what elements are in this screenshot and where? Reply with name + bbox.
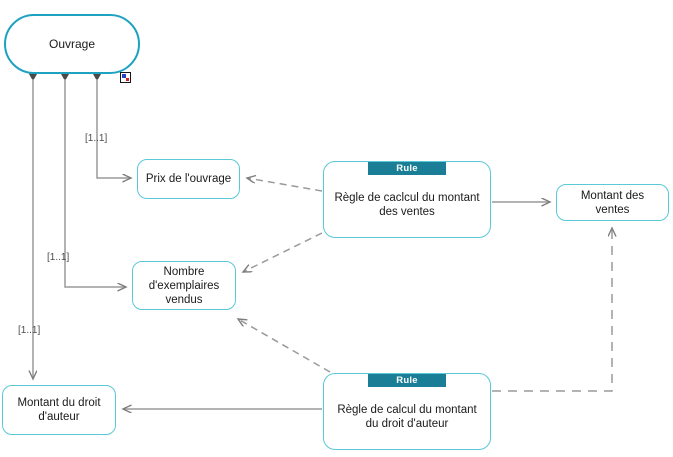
node-prix-de-l-ouvrage[interactable]: Prix de l'ouvrage <box>137 159 240 199</box>
node-montant-droit-label: Montant du droit d'auteur <box>17 397 101 423</box>
node-rule-droit-label: Règle de calcul du montant du droit d'au… <box>337 403 477 430</box>
element-marker-icon[interactable] <box>120 72 131 83</box>
node-montant-des-ventes[interactable]: Montant des ventes <box>556 184 669 221</box>
edge-rule-droit-nombre <box>238 319 331 373</box>
edge-rule-droit-montant-ventes <box>492 228 612 392</box>
node-montant-ventes-label: Montant des ventes <box>580 189 645 216</box>
edge-ouvrage-nombre <box>64 79 126 287</box>
node-nombre-label: Nombre d'exemplaires vendus <box>148 265 220 306</box>
node-ouvrage-label: Ouvrage <box>48 37 96 51</box>
element-marker-blue-square <box>122 74 126 78</box>
rule-stereotype-badge: Rule <box>368 161 446 175</box>
element-marker-red-square <box>125 77 129 81</box>
multiplicity-label-nombre: [1..1] <box>47 252 70 263</box>
node-rule-montant-des-ventes[interactable]: Rule Règle de caclcul du montant des ven… <box>323 161 491 238</box>
node-ouvrage[interactable]: Ouvrage <box>4 14 140 74</box>
rule-stereotype-badge: Rule <box>368 373 446 387</box>
multiplicity-label-prix: [1..1] <box>85 133 108 144</box>
node-montant-du-droit-d-auteur[interactable]: Montant du droit d'auteur <box>2 385 116 435</box>
node-rule-ventes-label: Règle de caclcul du montant des ventes <box>334 191 480 218</box>
node-rule-montant-du-droit-d-auteur[interactable]: Rule Règle de calcul du montant du droit… <box>323 373 491 450</box>
multiplicity-label-droit: [1..1] <box>18 325 41 336</box>
node-prix-label: Prix de l'ouvrage <box>145 173 232 185</box>
node-nombre-exemplaires-vendus[interactable]: Nombre d'exemplaires vendus <box>132 261 236 310</box>
edge-ouvrage-prix <box>96 79 131 178</box>
edge-rule-ventes-nombre <box>243 232 323 272</box>
edge-rule-ventes-prix <box>247 178 323 192</box>
